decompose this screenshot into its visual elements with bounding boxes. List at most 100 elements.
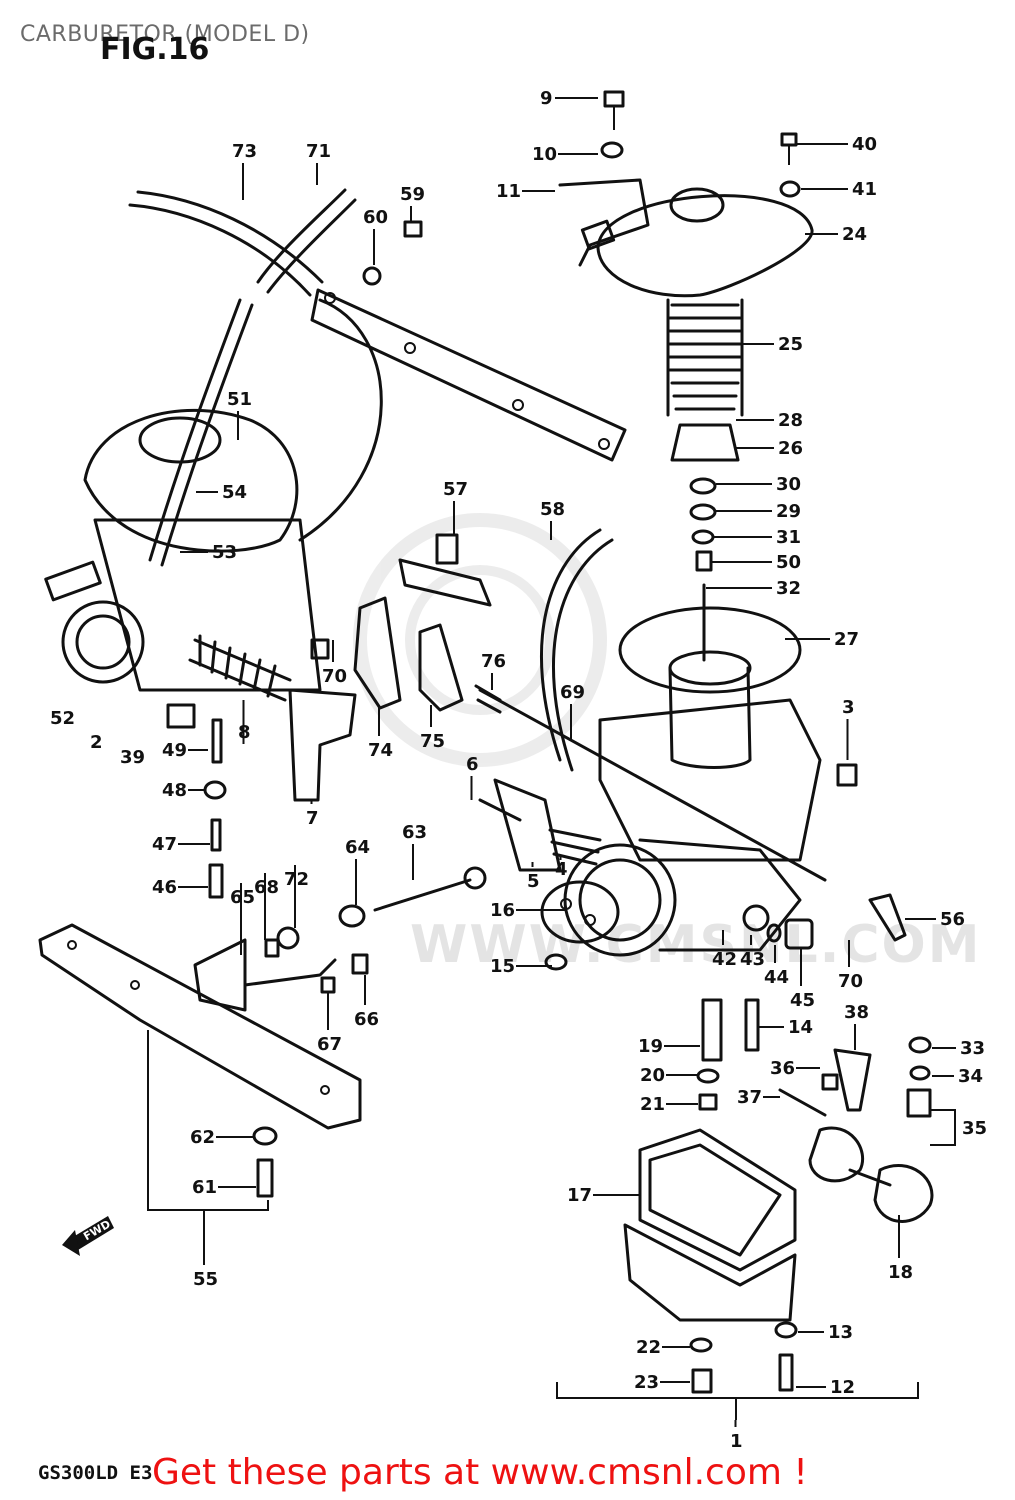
callout-40: 40 [852, 134, 877, 155]
callout-76: 76 [481, 651, 506, 672]
watermark-emblem [353, 513, 607, 767]
figure-label: FIG.16 [100, 32, 210, 67]
callout-25: 25 [778, 334, 803, 355]
callout-44: 44 [764, 967, 789, 988]
callout-1: 1 [730, 1431, 743, 1452]
callout-69: 69 [560, 682, 585, 703]
callout-17: 17 [567, 1185, 592, 1206]
jets-and-fasteners [203, 220, 932, 1394]
callout-16: 16 [490, 900, 515, 921]
callout-74: 74 [368, 740, 393, 761]
left-carburetor-body [44, 408, 322, 729]
callout-54: 54 [222, 482, 247, 503]
upper-bracket [310, 288, 627, 462]
callout-22: 22 [636, 1337, 661, 1358]
page-title: CARBURETOR (MODEL D) [20, 22, 310, 47]
callout-53: 53 [212, 542, 237, 563]
group-brackets [147, 1030, 956, 1420]
callout-66: 66 [354, 1009, 379, 1030]
callout-58: 58 [540, 499, 565, 520]
callout-72: 72 [284, 869, 309, 890]
callout-73: 73 [232, 141, 257, 162]
callout-8: 8 [238, 722, 251, 743]
callout-43: 43 [740, 949, 765, 970]
callout-5: 5 [527, 871, 540, 892]
callout-27: 27 [834, 629, 859, 650]
callout-46: 46 [152, 877, 177, 898]
callout-68: 68 [254, 877, 279, 898]
callout-30: 30 [776, 474, 801, 495]
callout-42: 42 [712, 949, 737, 970]
throttle-shaft [276, 866, 487, 950]
callout-18: 18 [888, 1262, 913, 1283]
callout-61: 61 [192, 1177, 217, 1198]
right-carburetor-body [474, 684, 827, 957]
callout-48: 48 [162, 780, 187, 801]
callout-33: 33 [960, 1038, 985, 1059]
callout-4: 4 [555, 859, 568, 880]
callout-70: 70 [838, 971, 863, 992]
callout-39: 39 [120, 747, 145, 768]
callout-70: 70 [322, 666, 347, 687]
callout-11: 11 [496, 181, 521, 202]
forward-marker-text: FWD [81, 1218, 112, 1244]
callout-10: 10 [532, 144, 557, 165]
callout-32: 32 [776, 578, 801, 599]
spring-assembly [666, 298, 744, 662]
callout-6: 6 [466, 754, 479, 775]
callout-12: 12 [830, 1377, 855, 1398]
callout-36: 36 [770, 1058, 795, 1079]
callout-52: 52 [50, 708, 75, 729]
callout-leaders [178, 97, 956, 1427]
callout-55: 55 [193, 1269, 218, 1290]
callout-38: 38 [844, 1002, 869, 1023]
callout-59: 59 [400, 184, 425, 205]
callout-63: 63 [402, 822, 427, 843]
callout-71: 71 [306, 141, 331, 162]
callout-50: 50 [776, 552, 801, 573]
forward-arrow-icon: FWD [62, 1216, 114, 1256]
callout-60: 60 [363, 207, 388, 228]
callout-49: 49 [162, 740, 187, 761]
callout-14: 14 [788, 1017, 813, 1038]
callout-3: 3 [842, 697, 855, 718]
lower-bracket [38, 923, 362, 1130]
callout-35: 35 [962, 1118, 987, 1139]
callout-62: 62 [190, 1127, 215, 1148]
callout-45: 45 [790, 990, 815, 1011]
callout-26: 26 [778, 438, 803, 459]
callout-64: 64 [345, 837, 370, 858]
model-code: GS300LD E3 [38, 1462, 153, 1484]
throttle-links [288, 596, 464, 802]
callout-51: 51 [227, 389, 252, 410]
callout-19: 19 [638, 1036, 663, 1057]
callout-34: 34 [958, 1066, 983, 1087]
callout-37: 37 [737, 1087, 762, 1108]
callout-21: 21 [640, 1094, 665, 1115]
diaphragm-piston [598, 606, 822, 862]
top-cap-assembly [558, 90, 814, 298]
callout-56: 56 [940, 909, 965, 930]
callout-23: 23 [634, 1372, 659, 1393]
callout-31: 31 [776, 527, 801, 548]
hose-parts [128, 188, 614, 772]
callout-15: 15 [490, 956, 515, 977]
callout-41: 41 [852, 179, 877, 200]
callout-2: 2 [90, 732, 103, 753]
float-bowl [623, 1088, 934, 1322]
callout-7: 7 [306, 808, 319, 829]
callout-75: 75 [420, 731, 445, 752]
callout-47: 47 [152, 834, 177, 855]
parts-link-cta[interactable]: Get these parts at www.cmsnl.com ! [152, 1452, 808, 1493]
callout-13: 13 [828, 1322, 853, 1343]
callout-67: 67 [317, 1034, 342, 1055]
callout-65: 65 [230, 887, 255, 908]
callout-24: 24 [842, 224, 867, 245]
callout-20: 20 [640, 1065, 665, 1086]
callout-29: 29 [776, 501, 801, 522]
callout-28: 28 [778, 410, 803, 431]
callout-57: 57 [443, 479, 468, 500]
